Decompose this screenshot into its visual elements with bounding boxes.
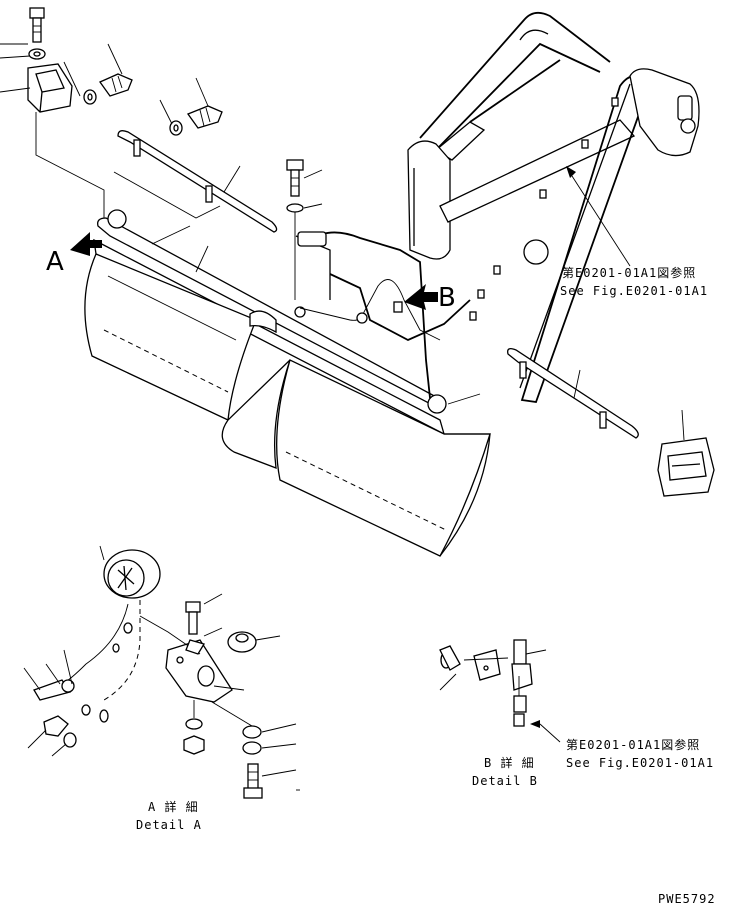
reference-note-detail-b-jp: 第E0201-01A1図参照 [566, 738, 701, 752]
reference-note-detail-b-en: See Fig.E0201-01A1 [566, 756, 715, 770]
detail-b-title-en: Detail B [472, 774, 538, 788]
detail-a-drawing [23, 545, 300, 799]
detail-b-drawing [439, 639, 561, 743]
detail-a-title-en: Detail A [136, 818, 202, 832]
upper-guard-rail [113, 130, 278, 233]
dozer-blade [84, 209, 491, 557]
view-b-label: B [438, 283, 456, 313]
lower-right-bracket [657, 409, 715, 497]
top-center-hardware [159, 77, 223, 136]
detail-b-title-jp: B 詳 細 [484, 756, 535, 770]
drawing-code: PWE5792 [658, 892, 716, 906]
reference-note-main-jp: 第E0201-01A1図参照 [562, 266, 697, 280]
detail-a-title-jp: A 詳 細 [148, 800, 199, 814]
view-a-label: A [46, 247, 64, 277]
lift-frame [295, 11, 700, 403]
reference-note-main-en: See Fig.E0201-01A1 [560, 284, 709, 298]
lower-guard-rail [507, 348, 639, 439]
center-pivot-hardware [286, 159, 323, 300]
view-a-arrow [70, 232, 102, 256]
top-left-hardware [0, 7, 133, 218]
